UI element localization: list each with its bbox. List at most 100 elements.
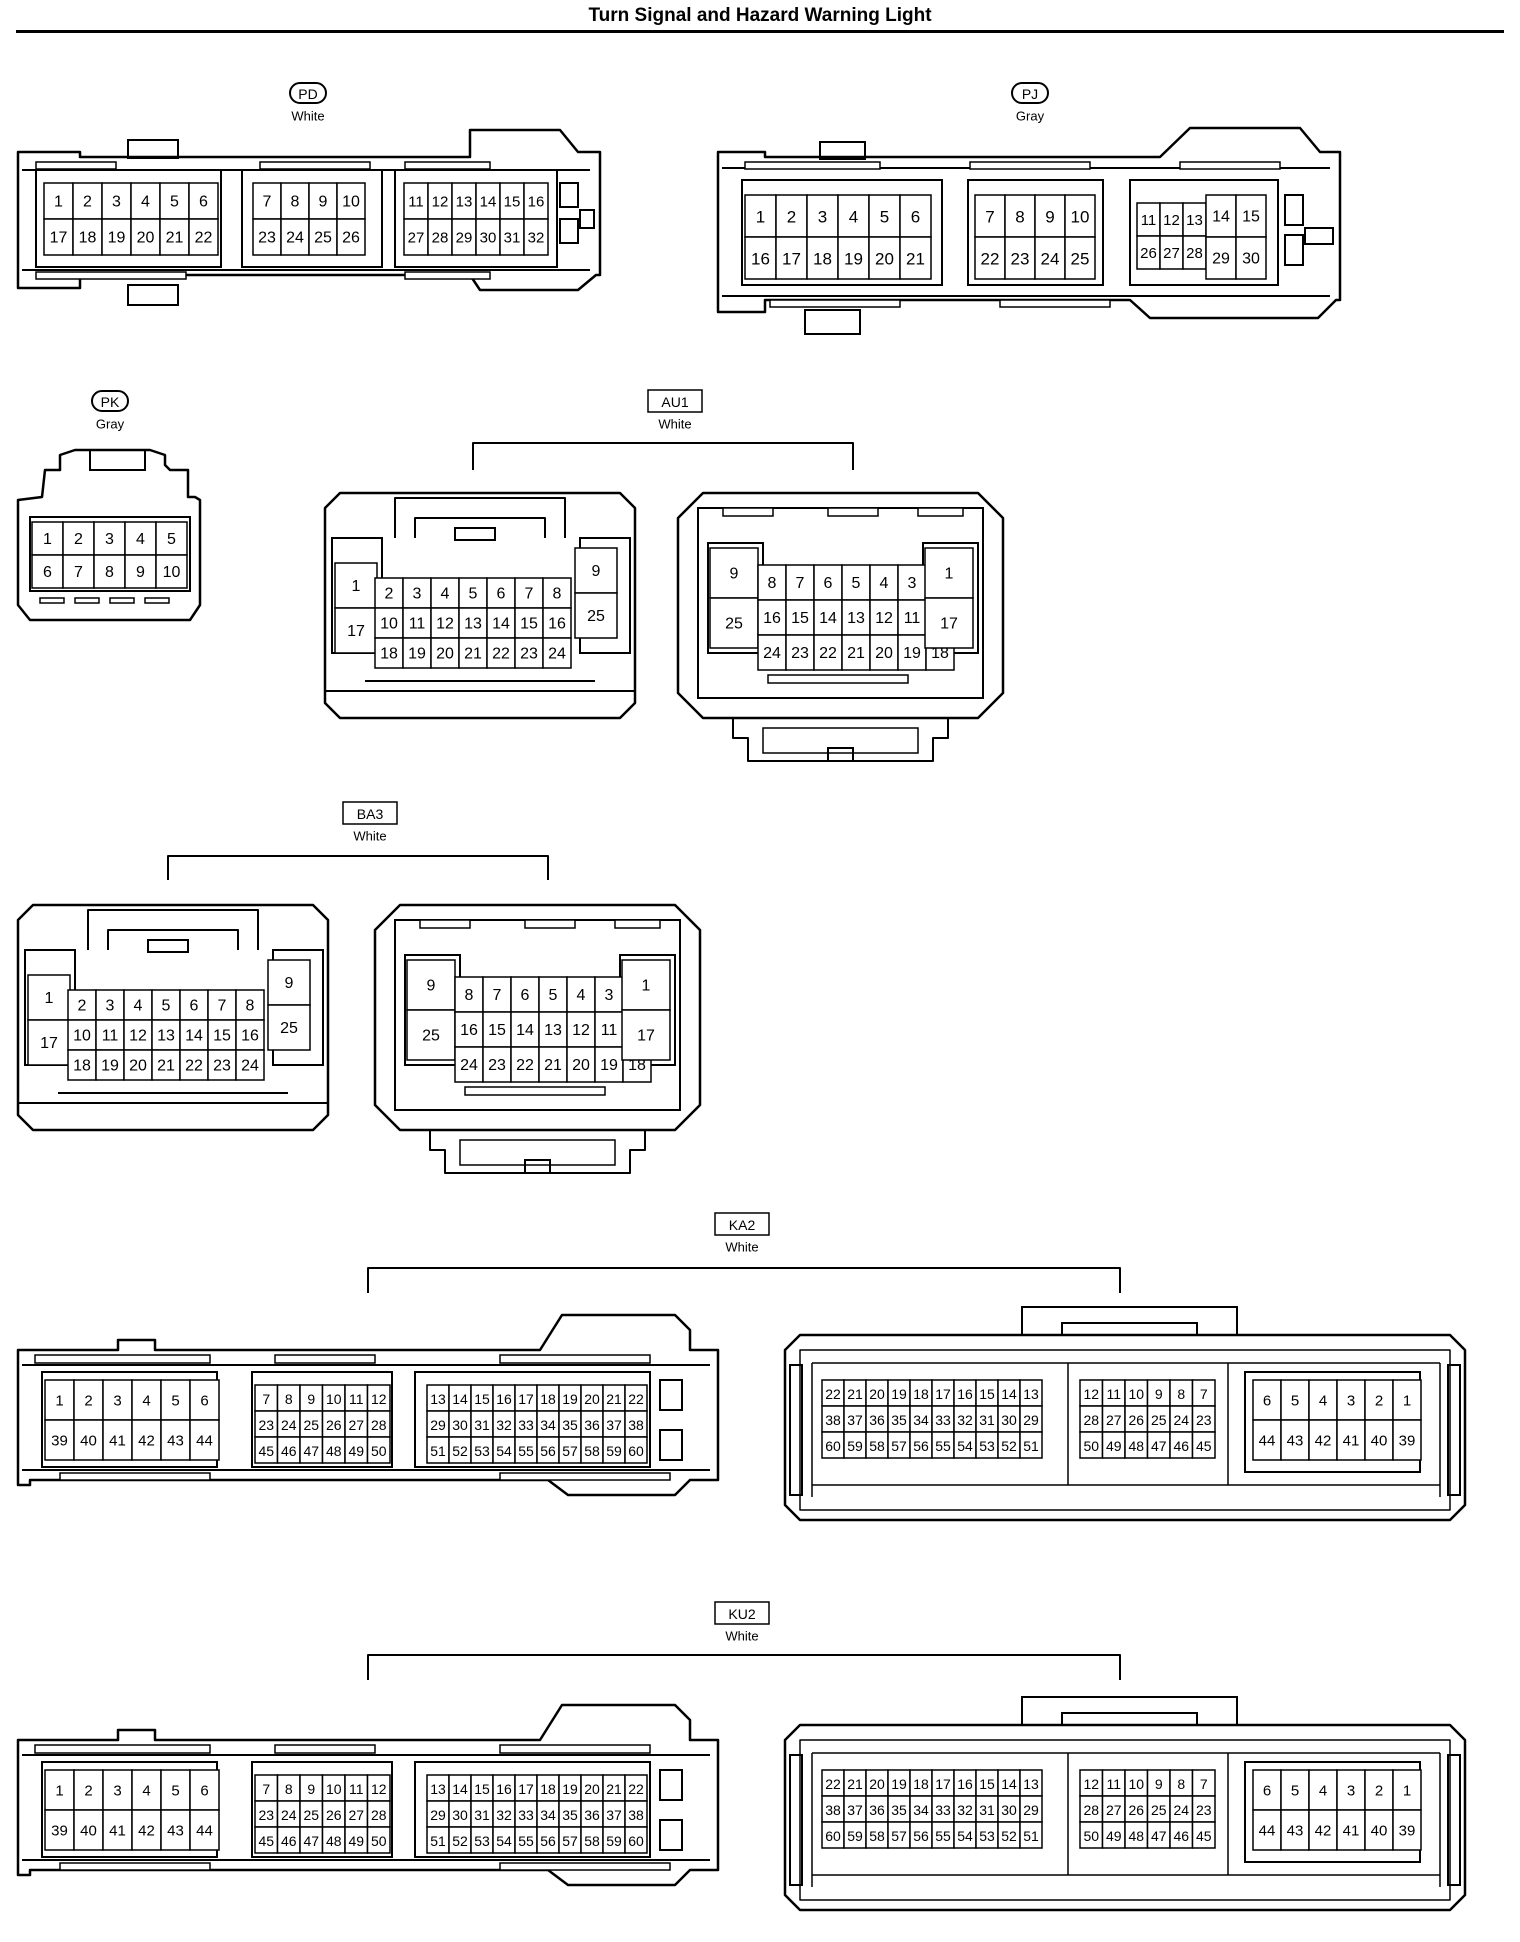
latch-slot	[969, 161, 1091, 170]
latch-frame	[1021, 1306, 1238, 1336]
pin-number: 23	[213, 1058, 231, 1075]
latch-slot	[614, 919, 661, 929]
inner-frame	[799, 1349, 1451, 1511]
pin-number: 8	[285, 1781, 293, 1797]
pin-number: 29	[1212, 251, 1230, 268]
pin-number: 20	[584, 1781, 600, 1797]
pin-cell	[151, 989, 181, 1021]
pin-number: 6	[200, 1783, 208, 1800]
pin-cell	[189, 1419, 220, 1461]
pin-number: 21	[906, 250, 925, 269]
pin-number: 22	[825, 1386, 841, 1402]
pin-cell	[44, 1809, 75, 1851]
pin-cell	[841, 634, 871, 671]
pin-number: 20	[584, 1391, 600, 1407]
pin-number: 17	[50, 230, 68, 247]
connector-code-box	[714, 1212, 770, 1236]
pin-cell	[523, 182, 549, 220]
pin-cell	[1308, 1809, 1338, 1851]
pin-number: 14	[452, 1391, 468, 1407]
pin-number: 31	[474, 1807, 490, 1823]
pin-number: 34	[540, 1417, 556, 1433]
latch-tab	[1061, 1322, 1198, 1336]
latch-slot	[789, 1364, 803, 1496]
pin-cell	[1019, 1821, 1043, 1849]
pin-number: 60	[825, 1828, 841, 1844]
pin-cell	[67, 989, 97, 1021]
pin-number: 15	[474, 1391, 490, 1407]
pin-number: 6	[1263, 1393, 1271, 1410]
latch-tab	[89, 449, 146, 471]
latch-slot	[744, 161, 881, 170]
pin-number: 29	[430, 1417, 446, 1433]
pin-number: 24	[241, 1058, 259, 1075]
pin-cell	[179, 1049, 209, 1081]
connector-code-box	[342, 801, 398, 825]
pin-number: 17	[40, 1035, 58, 1052]
latch-slot	[34, 1354, 211, 1364]
pin-number: 1	[43, 531, 52, 548]
pin-number: 3	[113, 1393, 121, 1410]
pin-number: 45	[258, 1443, 274, 1459]
pin-number: 3	[106, 998, 115, 1015]
pin-cell	[280, 218, 310, 256]
pin-number: 42	[138, 1433, 155, 1450]
pin-number: 21	[166, 230, 184, 247]
pin-number: 21	[847, 1776, 863, 1792]
pin-number: 21	[847, 645, 865, 662]
pin-cell	[1392, 1379, 1422, 1421]
latch-slot	[39, 597, 65, 604]
connector-code-box	[647, 389, 703, 413]
pin-number: 43	[1287, 1823, 1304, 1840]
pin-number: 53	[979, 1828, 995, 1844]
pin-number: 34	[540, 1807, 556, 1823]
pin-number: 11	[102, 1028, 119, 1045]
pin-number: 4	[136, 531, 145, 548]
connector-code-ku2: KU2	[728, 1606, 755, 1622]
pin-cell	[1019, 1431, 1043, 1459]
pin-number: 11	[409, 616, 426, 633]
pin-number: 13	[464, 616, 482, 633]
pin-number: 50	[1083, 1828, 1099, 1844]
pin-number: 44	[1259, 1823, 1276, 1840]
pin-number: 16	[957, 1386, 973, 1402]
pin-number: 23	[258, 1807, 274, 1823]
latch-slot	[722, 507, 774, 517]
pin-number: 52	[1001, 1438, 1017, 1454]
pin-number: 11	[349, 1781, 364, 1797]
pin-number: 2	[1375, 1393, 1383, 1410]
pin-cell	[813, 564, 843, 601]
pin-number: 4	[141, 194, 150, 211]
latch-tab	[804, 309, 861, 335]
pin-number: 2	[385, 586, 394, 603]
pin-number: 27	[348, 1417, 364, 1433]
pin-number: 17	[940, 616, 958, 633]
pin-cell	[482, 1046, 512, 1083]
pin-number: 27	[408, 230, 425, 247]
pin-number: 53	[979, 1438, 995, 1454]
pin-number: 21	[847, 1386, 863, 1402]
pin-number: 25	[314, 230, 332, 247]
pin-cell	[624, 1436, 648, 1464]
pin-number: 6	[199, 194, 208, 211]
pin-number: 40	[80, 1433, 97, 1450]
pin-number: 1	[1403, 1783, 1411, 1800]
pin-number: 18	[813, 250, 832, 269]
pin-number: 53	[474, 1833, 490, 1849]
pin-block-frame	[414, 1371, 651, 1468]
pin-number: 5	[469, 586, 478, 603]
latch-frame	[107, 929, 239, 950]
pin-number: 5	[171, 1783, 179, 1800]
pin-number: 13	[847, 610, 865, 627]
pin-number: 8	[105, 564, 114, 581]
pin-number: 20	[137, 230, 155, 247]
pin-number: 2	[78, 998, 87, 1015]
pin-cell	[510, 976, 540, 1013]
pin-number: 18	[931, 645, 949, 662]
pin-number: 26	[326, 1417, 342, 1433]
pin-number: 9	[1155, 1386, 1163, 1402]
pin-number: 20	[869, 1776, 885, 1792]
